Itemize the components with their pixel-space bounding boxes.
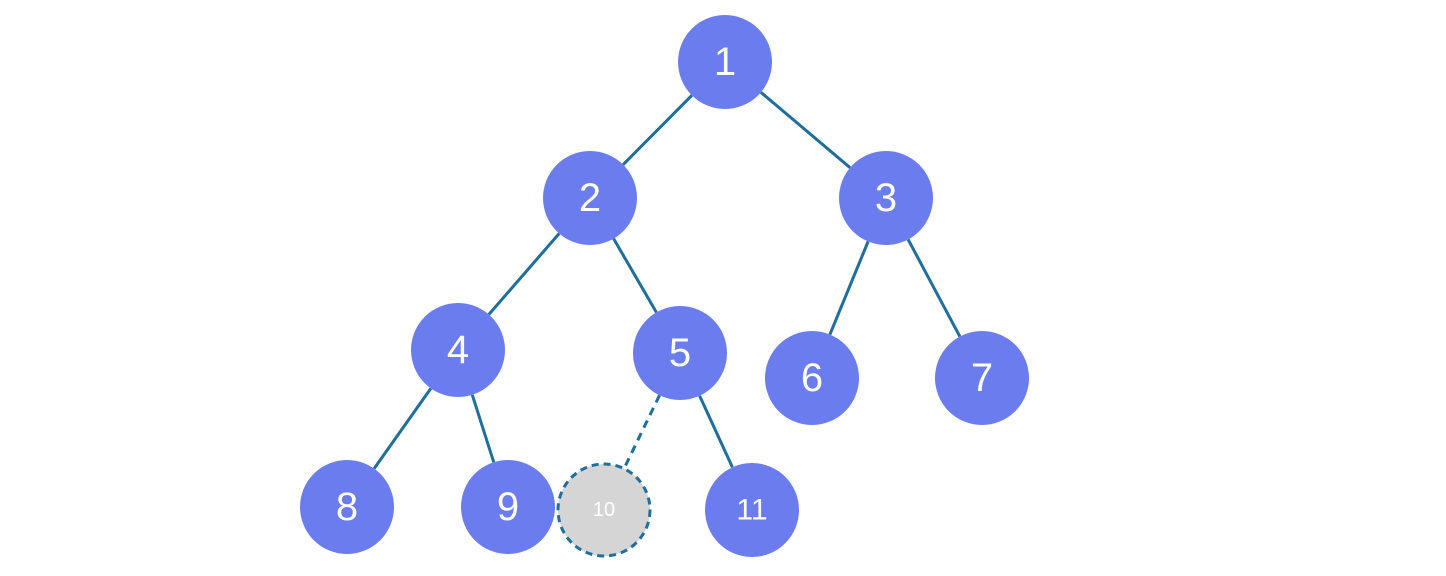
node-label-3: 3 — [875, 176, 897, 220]
node-label-11: 11 — [736, 494, 767, 527]
node-label-8: 8 — [336, 485, 358, 529]
edge-5-10 — [622, 394, 661, 470]
node-label-4: 4 — [447, 328, 469, 372]
edge-4-9 — [470, 394, 496, 463]
edge-3-6 — [828, 240, 870, 336]
node-circle-3 — [839, 151, 933, 245]
tree-node-8: 8 — [300, 460, 394, 554]
nodes-layer: 1 2 3 4 5 6 7 8 9 10 11 — [300, 15, 1029, 558]
node-circle-9 — [461, 460, 555, 554]
node-circle-11 — [705, 463, 799, 557]
tree-node-2: 2 — [543, 151, 637, 245]
edge-3-7 — [906, 238, 962, 338]
node-circle-1 — [678, 15, 772, 109]
node-circle-8 — [300, 460, 394, 554]
node-circle-6 — [765, 331, 859, 425]
node-label-1: 1 — [714, 40, 736, 84]
edge-1-2 — [622, 94, 693, 166]
tree-node-10: 10 — [556, 462, 652, 558]
node-label-5: 5 — [669, 331, 691, 375]
node-circle-5 — [633, 306, 727, 400]
node-label-2: 2 — [579, 176, 601, 220]
edge-4-8 — [372, 387, 433, 470]
edge-1-3 — [759, 91, 852, 169]
edge-2-4 — [487, 232, 561, 316]
tree-node-1: 1 — [678, 15, 772, 109]
node-circle-4 — [411, 303, 505, 397]
tree-node-9: 9 — [461, 460, 555, 554]
tree-node-6: 6 — [765, 331, 859, 425]
node-label-7: 7 — [971, 356, 993, 400]
node-circle-10 — [556, 462, 652, 558]
node-label-10: 10 — [593, 499, 615, 521]
edge-2-5 — [612, 237, 658, 314]
node-circle-7 — [935, 331, 1029, 425]
tree-node-5: 5 — [633, 306, 727, 400]
tree-node-3: 3 — [839, 151, 933, 245]
node-label-9: 9 — [497, 485, 519, 529]
edges-layer — [372, 91, 962, 470]
tree-node-7: 7 — [935, 331, 1029, 425]
tree-node-4: 4 — [411, 303, 505, 397]
edge-5-11 — [698, 395, 734, 468]
node-label-6: 6 — [801, 356, 823, 400]
node-circle-2 — [543, 151, 637, 245]
tree-node-11: 11 — [705, 463, 799, 557]
